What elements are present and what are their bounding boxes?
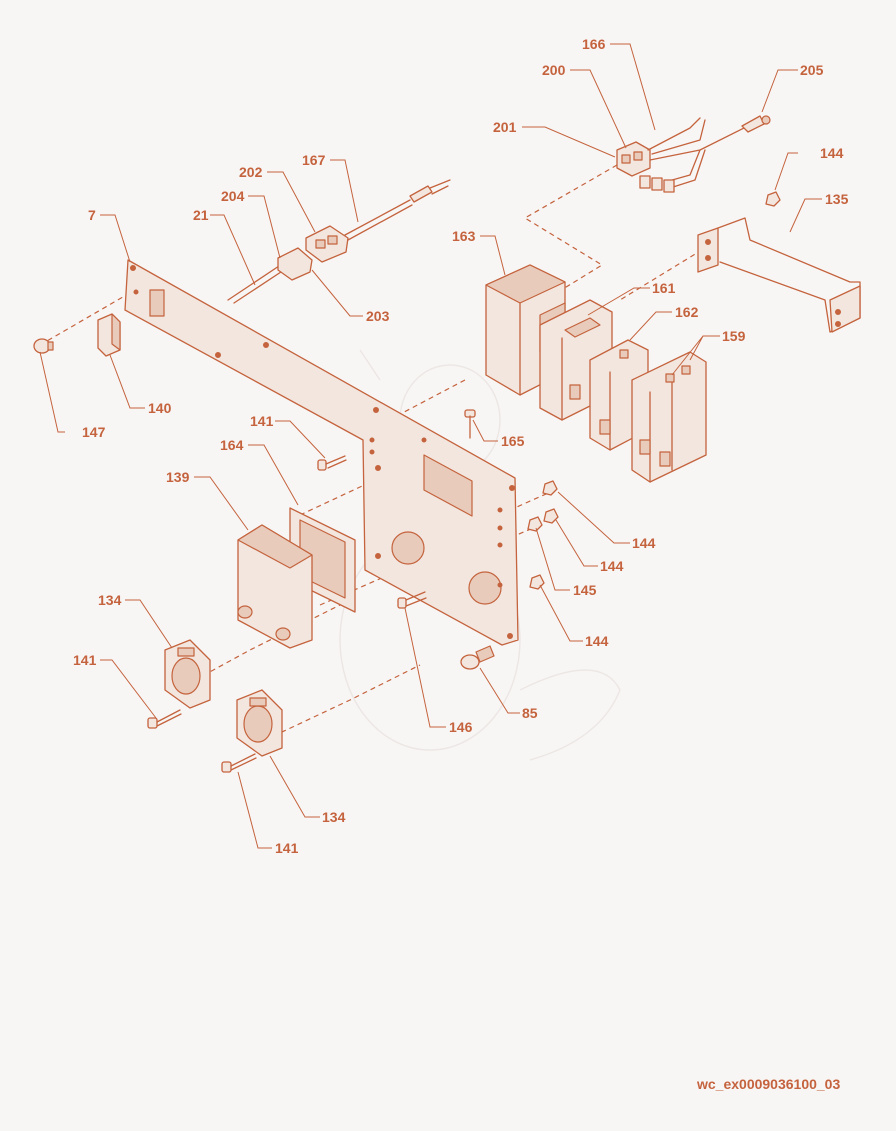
callout-204: 204 [221, 188, 245, 204]
screw-141-mid [147, 709, 182, 729]
socket-134-b [236, 689, 283, 757]
callout-159: 159 [722, 328, 746, 344]
callout-134: 134 [322, 809, 346, 825]
callout-144: 144 [632, 535, 656, 551]
front-panel-7 [124, 259, 519, 646]
plug-147 [33, 338, 54, 354]
callout-203: 203 [366, 308, 390, 324]
callout-21: 21 [193, 207, 209, 223]
callout-144: 144 [820, 145, 844, 161]
harness-200 [616, 115, 771, 193]
callout-166: 166 [582, 36, 606, 52]
screw-141-top [317, 455, 347, 471]
nuts-144-145 [527, 480, 559, 590]
callout-145: 145 [573, 582, 597, 598]
callout-167: 167 [302, 152, 326, 168]
callout-147: 147 [82, 424, 106, 440]
harness-21 [227, 179, 451, 304]
callout-141: 141 [250, 413, 274, 429]
callouts: 166 200 205 201 144 135 202 167 204 7 21… [73, 36, 849, 856]
callout-140: 140 [148, 400, 172, 416]
screw-146 [397, 591, 427, 609]
bracket-135 [697, 217, 861, 333]
callout-134: 134 [98, 592, 122, 608]
screw-141-low [221, 753, 257, 773]
callout-201: 201 [493, 119, 517, 135]
callout-163: 163 [452, 228, 476, 244]
callout-141: 141 [275, 840, 299, 856]
callout-144: 144 [600, 558, 624, 574]
callout-164: 164 [220, 437, 244, 453]
callout-135: 135 [825, 191, 849, 207]
callout-139: 139 [166, 469, 190, 485]
socket-134-a [164, 639, 211, 709]
bolt-85 [460, 645, 495, 670]
screw-165 [464, 409, 476, 439]
callout-202: 202 [239, 164, 263, 180]
callout-144: 144 [585, 633, 609, 649]
leader-lines [39, 43, 822, 849]
nut-144-top [765, 191, 781, 207]
switch-140 [97, 313, 121, 357]
cover-139 [237, 524, 313, 649]
callout-205: 205 [800, 62, 824, 78]
callout-162: 162 [675, 304, 699, 320]
callout-200: 200 [542, 62, 566, 78]
callout-85: 85 [522, 705, 538, 721]
callout-7: 7 [88, 207, 96, 223]
callout-161: 161 [652, 280, 676, 296]
drawing-code: wc_ex0009036100_03 [697, 1076, 841, 1092]
callout-165: 165 [501, 433, 525, 449]
callout-141: 141 [73, 652, 97, 668]
callout-146: 146 [449, 719, 473, 735]
